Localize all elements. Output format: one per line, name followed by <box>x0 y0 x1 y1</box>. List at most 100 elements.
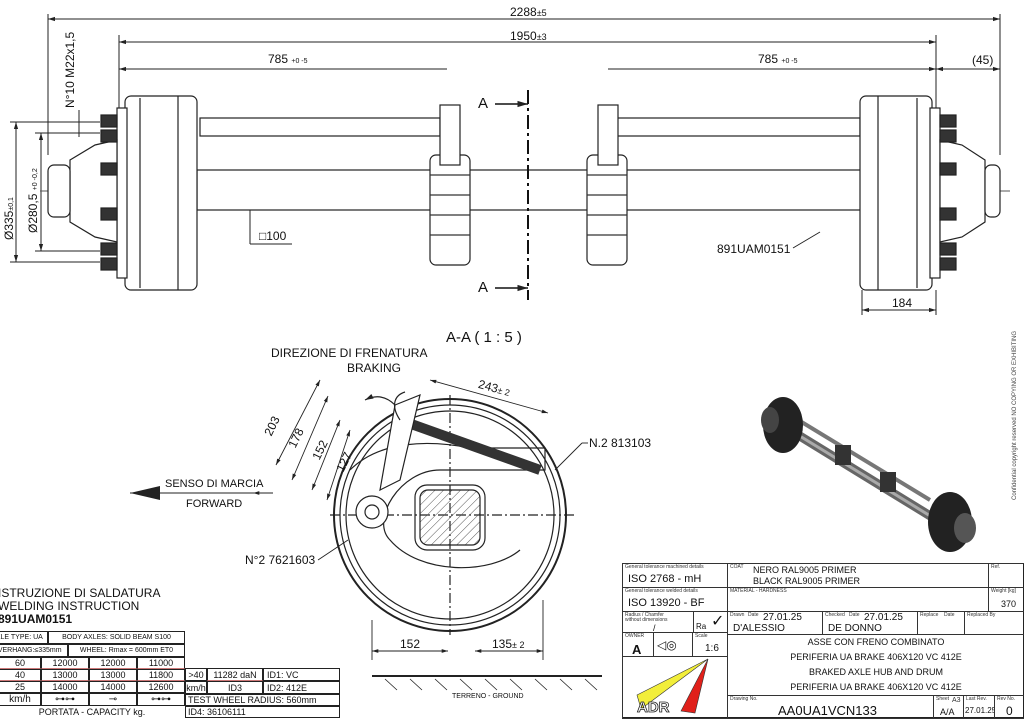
checkmark-icon: ✓ <box>711 613 725 630</box>
part-label-b: N°2 7621603 <box>245 553 316 567</box>
dim-overall-tolerance: ±5 <box>536 8 547 18</box>
material-label: MATERIAL - HARDNESS <box>730 588 787 594</box>
tol-machined-value: ISO 2768 - mH <box>628 573 702 585</box>
replaced-by: Replaced By <box>964 611 1024 635</box>
dim-135-value: 135 <box>492 637 513 651</box>
centre-axle-trailer-icon: ⊶⊶ <box>137 693 185 706</box>
section-marker-top: A <box>478 95 489 112</box>
dim-135: 135± 2 <box>492 638 524 650</box>
replace-label: Replace <box>920 612 939 618</box>
dia-280: Ø280,5 +0 -0,2 <box>26 168 40 233</box>
welding-title-it: ISTRUZIONE DI SALDATURA <box>0 586 161 600</box>
brake-section-view <box>330 391 575 635</box>
radius-chamfer-label: Radius / Chamfer without dimensions <box>625 612 668 623</box>
dim-right-value: 785 <box>758 52 779 66</box>
test-wheel-radius: TEST WHEEL RADIUS: 560mm <box>185 694 340 706</box>
trailer-icon: ⊶⊶ <box>41 693 89 706</box>
title-line: PERIFERIA UA BRAKE 406X120 VC 412E <box>790 652 962 662</box>
direction-it: SENSO DI MARCIA <box>165 478 264 490</box>
dia-280-tolerance: +0 -0,2 <box>32 168 39 191</box>
body-axles: BODY AXLES: SOLID BEAM S100 <box>48 631 185 644</box>
capacity-cell: 14000 <box>41 681 89 693</box>
part-number: 891UAM0151 <box>717 242 791 256</box>
beam-section: □100 <box>259 229 287 243</box>
braking-en: BRAKING <box>347 361 402 375</box>
dim-right-tolerance: +0 -5 <box>781 58 798 65</box>
semitrailer-icon: ⊸ <box>89 693 137 706</box>
ref: Ref. <box>988 563 1024 588</box>
welding-title-en: WELDING INSTRUCTION <box>0 599 140 613</box>
capacity-cell: 12000 <box>89 657 137 669</box>
dim-right: 785 +0 -5 <box>758 53 798 65</box>
material: MATERIAL - HARDNESS <box>727 587 989 612</box>
dia-335-tolerance: ±0,1 <box>8 197 15 211</box>
dia-335-value: Ø335 <box>2 210 16 240</box>
axle-type: AXLE TYPE: UA <box>0 631 48 644</box>
revision-number-value: 0 <box>1006 704 1013 718</box>
drawn-by: D'ALESSIO <box>733 623 785 634</box>
speed-cell: 60 <box>0 657 41 669</box>
capacity-cell: 11800 <box>137 669 185 681</box>
dimension-lines <box>10 14 1001 315</box>
section-dimensions <box>130 379 588 660</box>
side-id1: ID1: VC <box>263 668 340 681</box>
drawn-date-label: Date <box>748 612 759 618</box>
revision-number: Rev No. 0 <box>994 695 1024 719</box>
roughness: Ra✓ <box>693 611 728 633</box>
capacity-cell: 13000 <box>41 669 89 681</box>
weight: Weight [kg] 370 <box>988 587 1024 612</box>
left-hub-drum <box>47 95 198 291</box>
sheet-value: A/A <box>940 707 955 717</box>
dim-hub: 184 <box>892 296 913 310</box>
dim-left: 785 +0 -5 <box>268 53 308 65</box>
scale-value: 1:6 <box>705 643 719 654</box>
capacity-label: PORTATA - CAPACITY kg. <box>38 707 146 717</box>
side-load: 11282 daN <box>207 668 263 681</box>
coat-it: NERO RAL9005 PRIMER <box>753 565 857 575</box>
tol-machined-label: General tolerance machined details <box>625 564 704 570</box>
title-line: ASSE CON FRENO COMBINATO <box>807 637 945 647</box>
wheel: WHEEL: Rmax = 600mm ET0 <box>68 644 185 657</box>
drawing-number-value: AA0UA1VCN133 <box>778 703 877 718</box>
last-revision: Last Rev.27.01.25 <box>963 695 995 719</box>
copyright-notice: Confidential copyright reserved NO COPYI… <box>1012 330 1018 500</box>
side-speed-unit: km/h <box>185 681 207 694</box>
radius-chamfer-value: / <box>653 623 656 633</box>
scale: Scale 1:6 <box>692 632 728 657</box>
overhang: OVERHANG:≤335mm <box>0 644 68 657</box>
dim-track: 1950±3 <box>510 30 547 42</box>
revision-number-label: Rev No. <box>997 696 1016 702</box>
checked-label: Checked <box>825 612 845 618</box>
dim-overall: 2288±5 <box>510 6 547 18</box>
capacity-cell: 13000 <box>89 669 137 681</box>
dim-152: 152 <box>400 637 421 651</box>
side-speed: >40 <box>185 668 207 681</box>
drawn-date: 27.01.25 <box>763 612 802 623</box>
scale-label: Scale <box>695 633 708 639</box>
dim-left-value: 785 <box>268 52 289 66</box>
welding-code: 891UAM0151 <box>0 612 73 626</box>
checked-by: DE DONNO <box>828 623 882 634</box>
drawing-number: Drawing No.AA0UA1VCN133 <box>727 695 934 719</box>
forward-arrow-icon <box>130 486 160 500</box>
direction-en: FORWARD <box>186 498 243 510</box>
weight-value: 370 <box>1001 599 1017 609</box>
section-cut-line <box>495 90 529 300</box>
braking-it: DIREZIONE DI FRENATURA <box>271 346 428 360</box>
dim-135-tolerance: ± 2 <box>512 640 525 650</box>
coat-label: COAT <box>730 564 744 570</box>
sheet-size: A3 <box>952 697 961 704</box>
title-line: PERIFERIA UA BRAKE 406X120 VC 412E <box>790 682 962 692</box>
svg-text:ADR: ADR <box>637 699 670 716</box>
axle-3d-render <box>761 397 976 552</box>
weight-label: Weight [kg] <box>991 588 1016 594</box>
capacity-cell: 12600 <box>137 681 185 693</box>
logo-graphic: ADR <box>637 658 709 716</box>
dim-left-tolerance: +0 -5 <box>291 58 308 65</box>
